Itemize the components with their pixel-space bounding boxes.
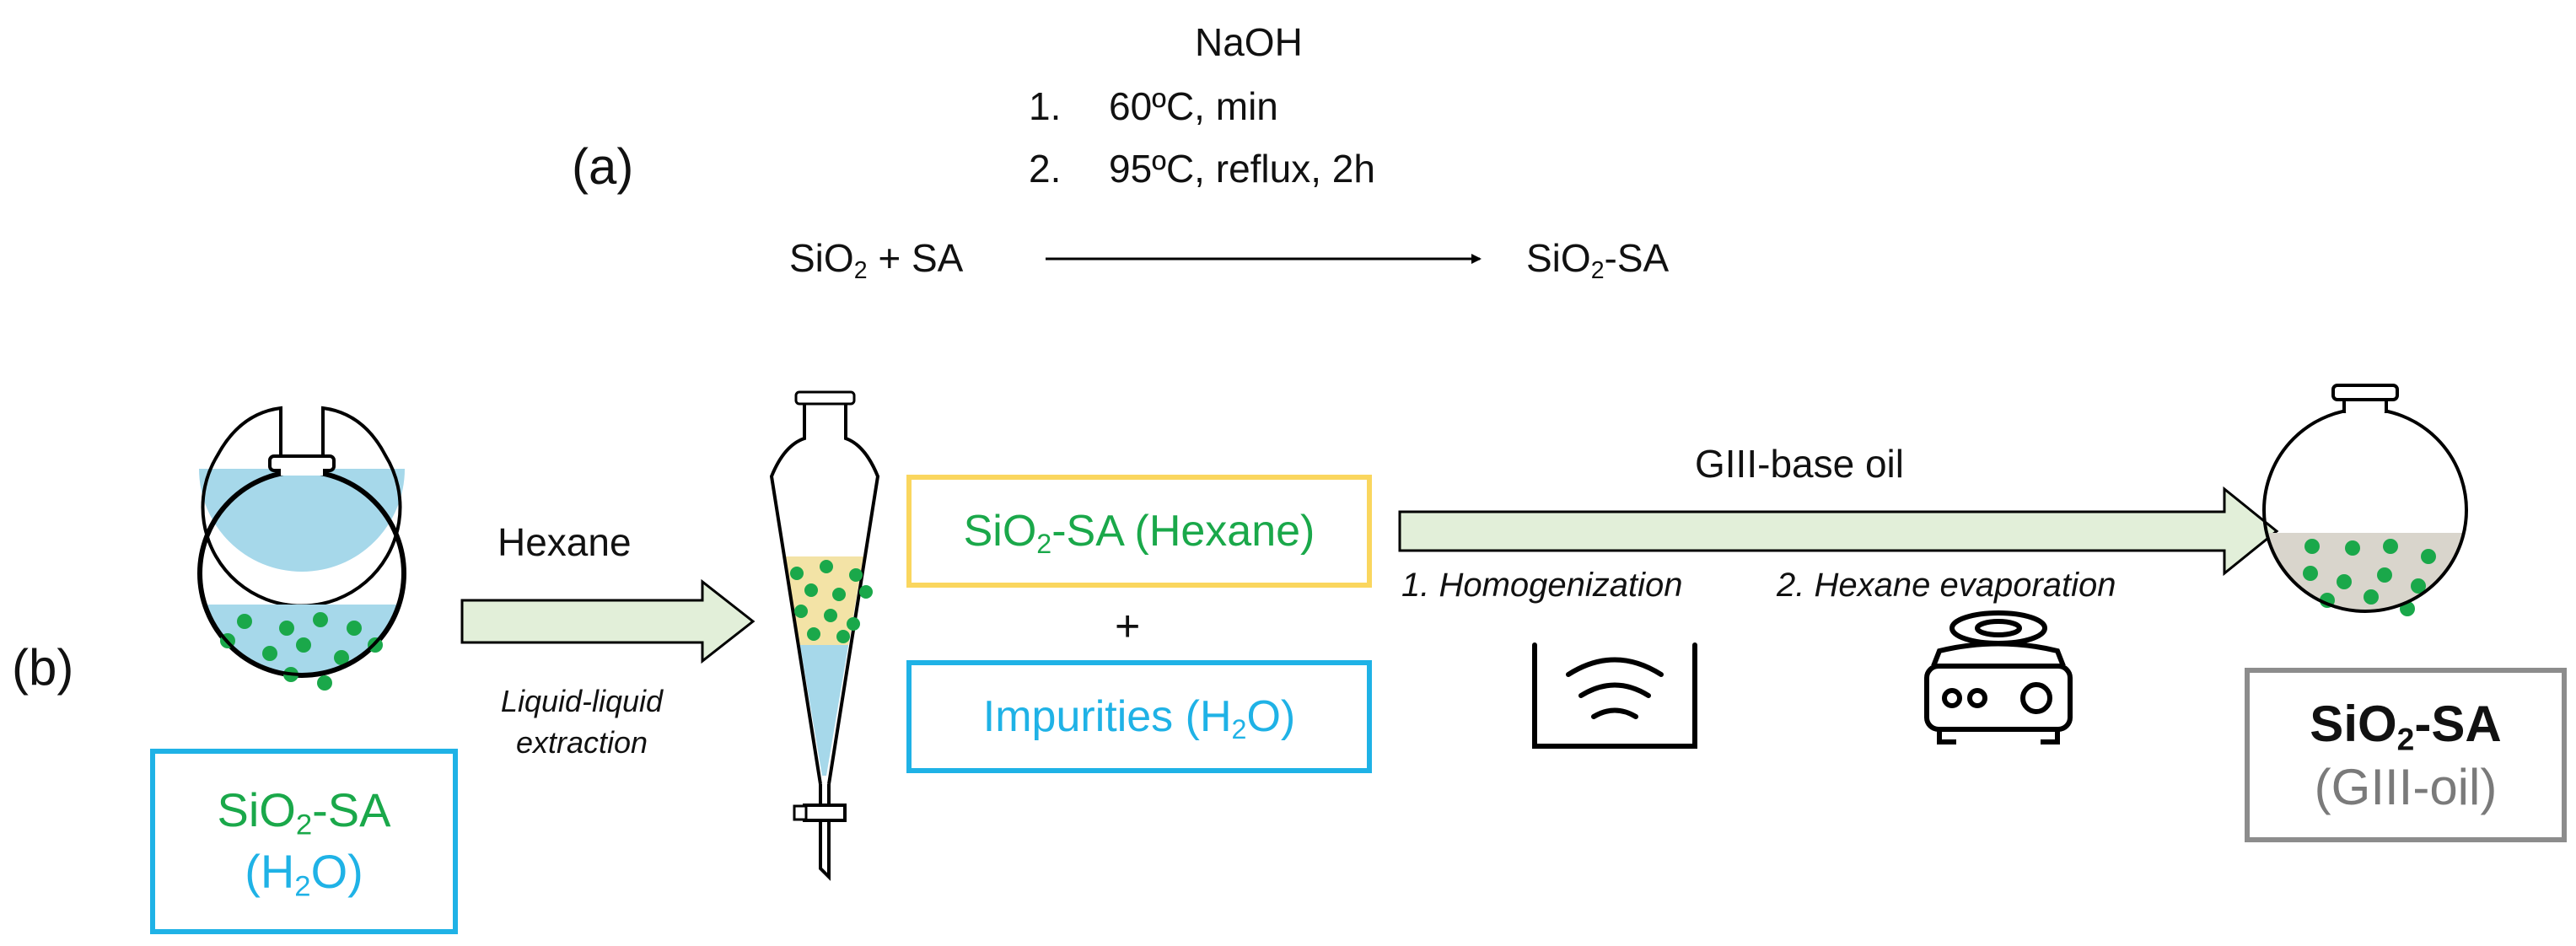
extraction-line-1: Liquid-liquid — [500, 684, 664, 718]
sio2-sa-hexane-box: SiO2-SA (Hexane) — [906, 475, 1372, 588]
sio2-sa-giii-oil-box: SiO2-SA (GIII-oil) — [2245, 668, 2567, 842]
sio2-sa-giii-oil-box-line-2: (GIII-oil) — [2314, 758, 2498, 815]
final-box-subscript: 2 — [2396, 720, 2415, 756]
product-sa: -SA — [1604, 236, 1670, 280]
sio2-sa-water-box-sio: SiO — [217, 783, 296, 837]
hot-plate-icon — [1924, 610, 2073, 744]
sio2-sa-water-box-line-2: (H2O) — [245, 841, 363, 903]
sio2-sa-hexane-box-text: SiO2-SA (Hexane) — [963, 506, 1315, 560]
panel-a-label: (a) — [572, 138, 634, 195]
round-bottom-flask-oil — [2262, 384, 2468, 616]
water-label-pre: (H — [245, 845, 295, 898]
sio2-sa-water-box-sa: -SA — [312, 783, 391, 837]
impurities-box-pre: Impurities (H — [982, 692, 1232, 741]
separatory-funnel — [769, 390, 880, 881]
impurities-box: Impurities (H2O) — [906, 660, 1372, 773]
condition-step-2: 2. 95ºC, reflux, 2h — [1029, 149, 1375, 188]
step-homogenization: 1. Homogenization — [1401, 567, 1683, 604]
condition-step-1-text: 60ºC, min — [1109, 84, 1278, 128]
product-subscript: 2 — [1590, 256, 1605, 284]
arrow-base-oil — [1398, 486, 2279, 577]
reactants-sio: SiO — [789, 236, 854, 280]
condition-step-1-number: 1. — [1029, 84, 1062, 128]
sio2-sa-hexane-box-sio: SiO — [963, 507, 1037, 556]
condition-step-1: 1. 60ºC, min — [1029, 87, 1278, 126]
water-label-post: O) — [310, 845, 363, 898]
product: SiO2-SA — [1526, 236, 1670, 282]
extraction-line-2: extraction — [515, 724, 648, 760]
condition-step-2-text: 95ºC, reflux, 2h — [1109, 147, 1375, 191]
hexane-label: Hexane — [497, 520, 632, 564]
ultrasonic-bath-icon — [1532, 642, 1697, 749]
arrow-hexane — [460, 578, 756, 664]
reagent-naoh: NaOH — [1195, 20, 1303, 64]
reactants-sa: + SA — [867, 236, 964, 280]
impurities-box-subscript: 2 — [1231, 714, 1247, 745]
impurities-box-text: Impurities (H2O) — [982, 691, 1296, 745]
impurities-box-post: O) — [1246, 692, 1296, 741]
step-hexane-evaporation: 2. Hexane evaporation — [1777, 567, 2116, 604]
reactants: SiO2 + SA — [789, 236, 964, 282]
sio2-sa-water-box: SiO2-SA (H2O) — [150, 749, 458, 934]
sio2-sa-giii-oil-box-line-1: SiO2-SA — [2310, 692, 2501, 755]
base-oil-label: GIII-base oil — [1695, 442, 1904, 486]
sio2-sa-hexane-box-subscript: 2 — [1036, 529, 1052, 560]
final-box-sio: SiO — [2310, 695, 2397, 752]
sio2-sa-water-box-line-1: SiO2-SA — [217, 780, 390, 841]
extraction-label: Liquid-liquid extraction — [455, 681, 708, 763]
condition-step-2-number: 2. — [1029, 147, 1062, 191]
product-sio: SiO — [1526, 236, 1591, 280]
sio2-sa-hexane-box-rest: -SA (Hexane) — [1051, 507, 1315, 556]
sio2-sa-water-box-subscript: 2 — [295, 809, 313, 841]
reactants-subscript: 2 — [853, 256, 868, 284]
final-box-sa: -SA — [2414, 695, 2502, 752]
plus-sign: + — [1115, 602, 1141, 651]
water-label-subscript: 2 — [294, 870, 311, 903]
panel-b-label: (b) — [12, 639, 74, 696]
